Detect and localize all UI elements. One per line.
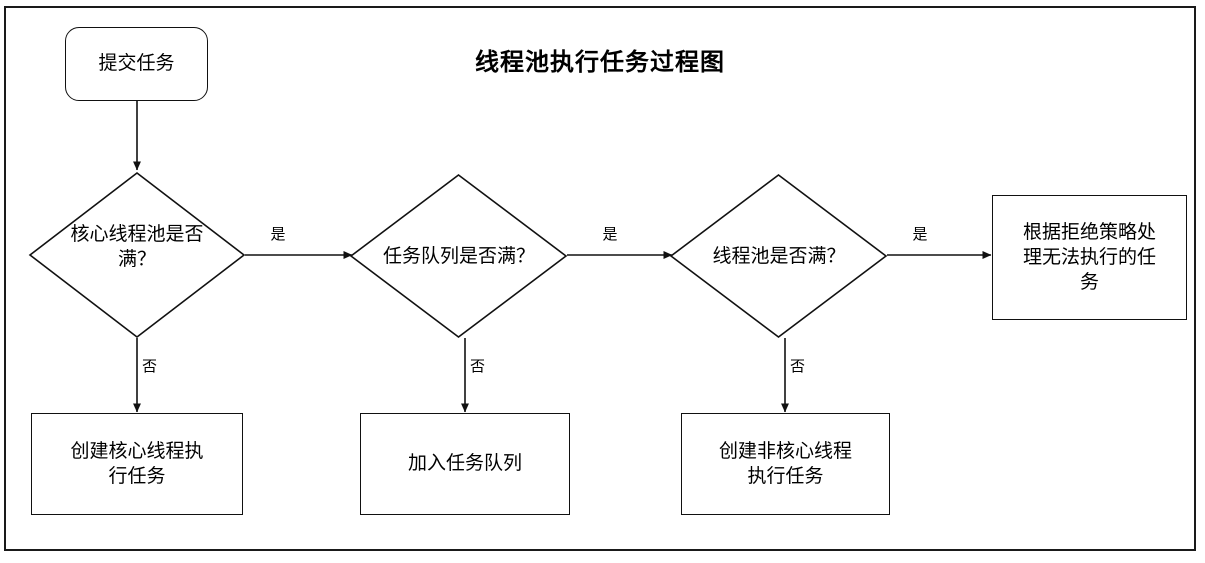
node-decision-core-pool-full[interactable]: [28, 171, 246, 339]
node-reject-policy-label: 根据拒绝策略处 理无法执行的任 务: [1022, 220, 1156, 294]
node-reject-policy[interactable]: 根据拒绝策略处 理无法执行的任 务: [992, 195, 1187, 320]
node-submit-task-label: 提交任务: [98, 52, 175, 75]
edge-label-pool-yes: 是: [912, 225, 928, 243]
edge-label-pool-no: 否: [790, 357, 806, 375]
node-create-core-thread-label: 创建核心线程执 行任务: [70, 439, 204, 487]
node-enqueue-task[interactable]: 加入任务队列: [360, 413, 570, 515]
node-enqueue-task-label: 加入任务队列: [407, 452, 522, 475]
node-create-core-thread[interactable]: 创建核心线程执 行任务: [31, 413, 243, 515]
edge-label-queue-yes: 是: [602, 225, 618, 243]
node-create-noncore-thread-label: 创建非核心线程 执行任务: [718, 439, 852, 487]
edge-label-queue-no: 否: [470, 357, 486, 375]
edge-label-core-pool-yes: 是: [270, 225, 286, 243]
node-decision-queue-full[interactable]: [349, 173, 568, 339]
node-create-noncore-thread[interactable]: 创建非核心线程 执行任务: [681, 413, 890, 515]
page-title: 线程池执行任务过程图: [475, 47, 725, 76]
node-submit-task[interactable]: 提交任务: [65, 27, 208, 101]
node-decision-pool-full[interactable]: [669, 173, 888, 339]
edge-label-core-pool-no: 否: [142, 357, 158, 375]
